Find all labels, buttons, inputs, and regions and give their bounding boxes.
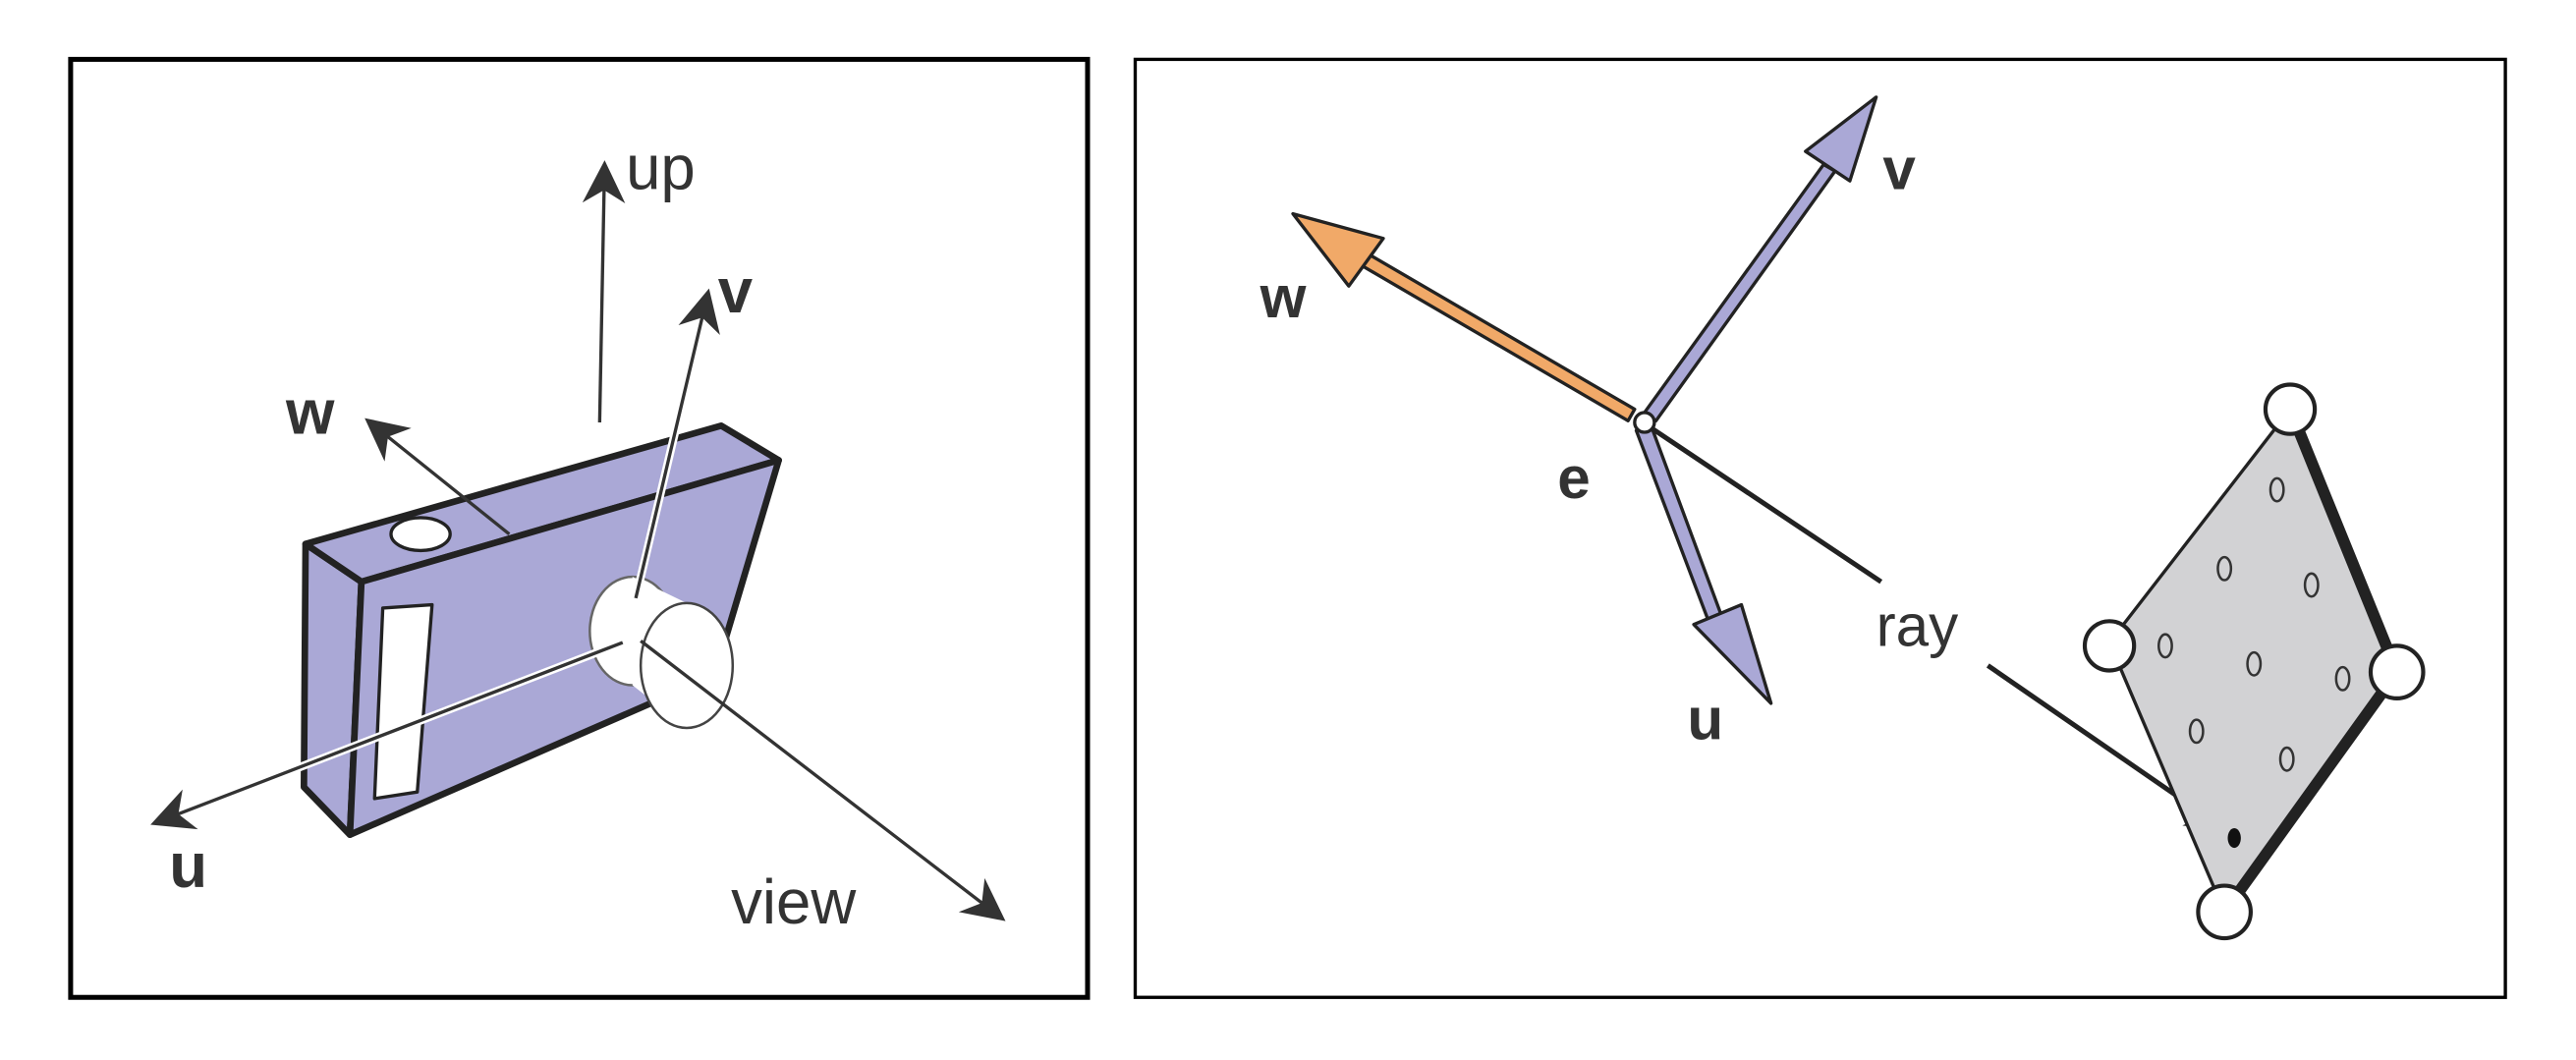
v-vector-arrow — [634, 288, 720, 599]
label-u: u — [1687, 687, 1723, 753]
image-plane-polygon — [2082, 382, 2426, 941]
label-e: e — [1557, 445, 1590, 511]
u-vector-arrow — [150, 641, 624, 830]
u-basis-arrow — [1634, 423, 1773, 705]
camera-body — [301, 421, 782, 839]
w-vector-arrow — [364, 418, 511, 535]
thick-edge — [2284, 407, 2403, 675]
ray-generation-panel: w v e u ray — [1133, 57, 2507, 999]
shutter-button — [389, 516, 452, 553]
eye-point — [1633, 411, 1656, 434]
camera-panel: up v w u view — [68, 56, 1091, 1000]
up-vector-arrow — [582, 160, 626, 423]
label-v: v — [1882, 137, 1916, 202]
label-v: v — [718, 256, 754, 326]
sample-points — [2157, 476, 2351, 772]
label-ray: ray — [1876, 592, 1959, 658]
polygon-vertices — [2082, 382, 2426, 941]
label-u: u — [169, 831, 207, 901]
camera-lens — [588, 575, 735, 730]
label-w: w — [285, 378, 335, 448]
label-w: w — [1260, 264, 1307, 330]
ray-line-start — [1641, 419, 1883, 585]
label-view: view — [731, 867, 857, 937]
label-up: up — [626, 134, 696, 203]
thick-edge — [2219, 668, 2402, 916]
w-basis-arrow — [1291, 211, 1637, 422]
ray-hit-point — [2227, 828, 2241, 849]
view-direction-arrow — [640, 640, 1006, 921]
